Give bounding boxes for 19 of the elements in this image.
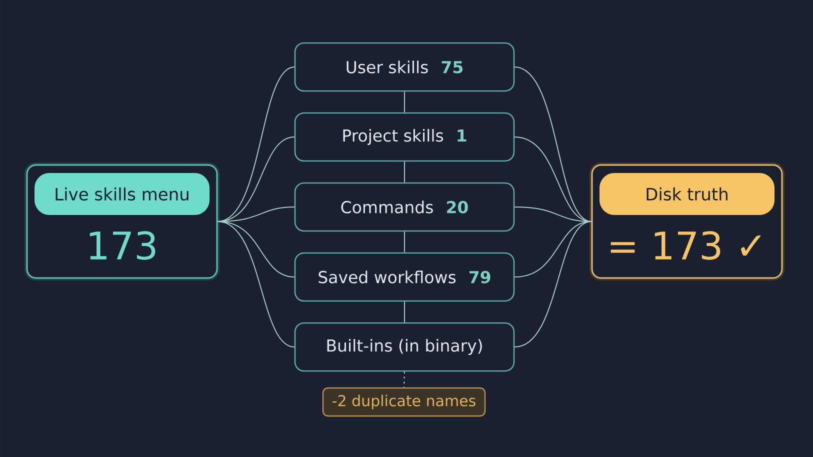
source-box: Project skills 1: [294, 112, 515, 162]
pill-label: Live skills menu: [34, 173, 210, 215]
connector: [217, 221, 295, 348]
source-box: Built-ins (in binary): [294, 322, 515, 372]
connector: [404, 161, 405, 183]
connector: [404, 371, 405, 388]
count-panel: Disk truth = 173 ✓: [590, 162, 784, 280]
connector: [404, 231, 405, 253]
connector: [514, 221, 592, 348]
connector: [404, 301, 405, 323]
source-box: Commands 20: [294, 182, 515, 232]
pill-label: Disk truth: [600, 173, 774, 215]
source-box: Saved workflows 79: [294, 252, 515, 302]
count-panel: Live skills menu 173: [24, 162, 220, 280]
note-box: -2 duplicate names: [322, 387, 486, 417]
connector: [404, 91, 405, 113]
source-box: User skills 75: [294, 42, 515, 92]
connector: [514, 66, 592, 222]
connector: [217, 66, 295, 222]
